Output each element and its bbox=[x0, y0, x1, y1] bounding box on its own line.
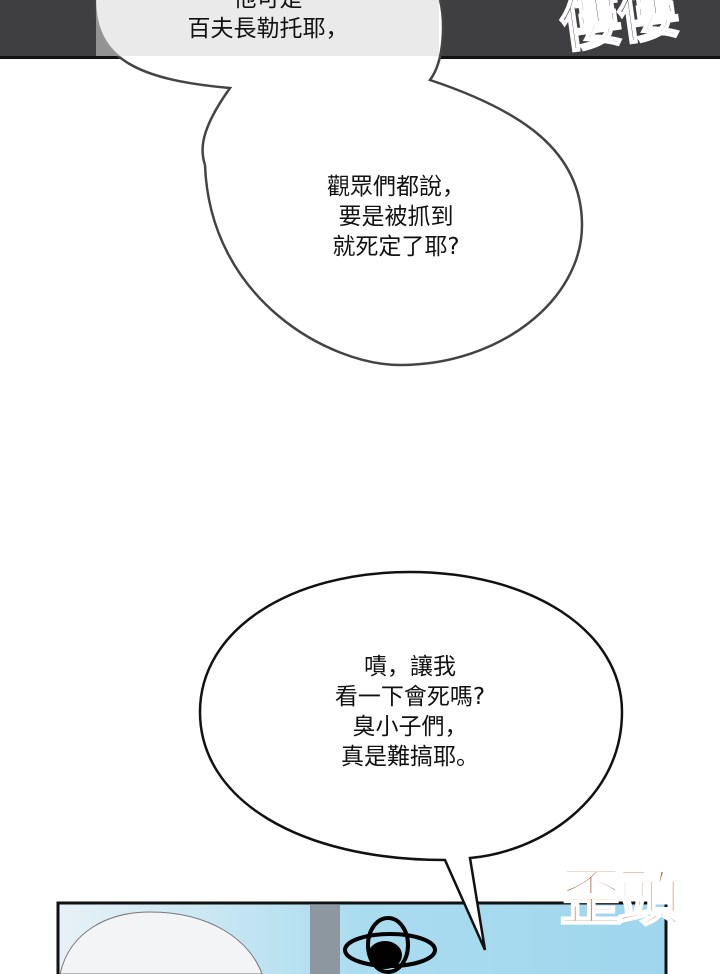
bubble-1b-line: 要是被抓到 bbox=[338, 204, 454, 230]
bubble-2-line: 嘖，讓我 bbox=[364, 654, 456, 680]
bubble-1-line: 百夫長勒托耶， bbox=[187, 16, 349, 42]
bottom-panel-border bbox=[56, 901, 668, 974]
bubble-1-shade bbox=[96, 0, 439, 56]
bubble-2-line: 臭小子們， bbox=[352, 714, 468, 740]
bubble-1-line: 他可是 bbox=[188, 0, 349, 14]
bubble-2-line: 看一下會死嗎? bbox=[334, 684, 486, 710]
pole bbox=[310, 905, 340, 974]
bubble-1b-text: 觀眾們都說， 要是被抓到就死定了耶? bbox=[327, 172, 465, 262]
character-head bbox=[59, 911, 263, 974]
sfx-bottom: 歪頭 bbox=[559, 861, 681, 934]
scribble-icon bbox=[343, 916, 437, 974]
bubble-2-text: 嘖，讓我看一下會死嗎? 臭小子們， 真是難搞耶。 bbox=[335, 652, 485, 772]
bubble-1b-line: 就死定了耶? bbox=[332, 234, 460, 260]
bubble-1b-line: 觀眾們都說， bbox=[327, 174, 465, 200]
bubble-2-line: 真是難搞耶。 bbox=[341, 744, 479, 770]
speech-bubble-2 bbox=[198, 570, 624, 951]
bubble-1-text: 他可是百夫長勒托耶， bbox=[188, 0, 349, 44]
speech-bubble-1 bbox=[93, 0, 584, 367]
